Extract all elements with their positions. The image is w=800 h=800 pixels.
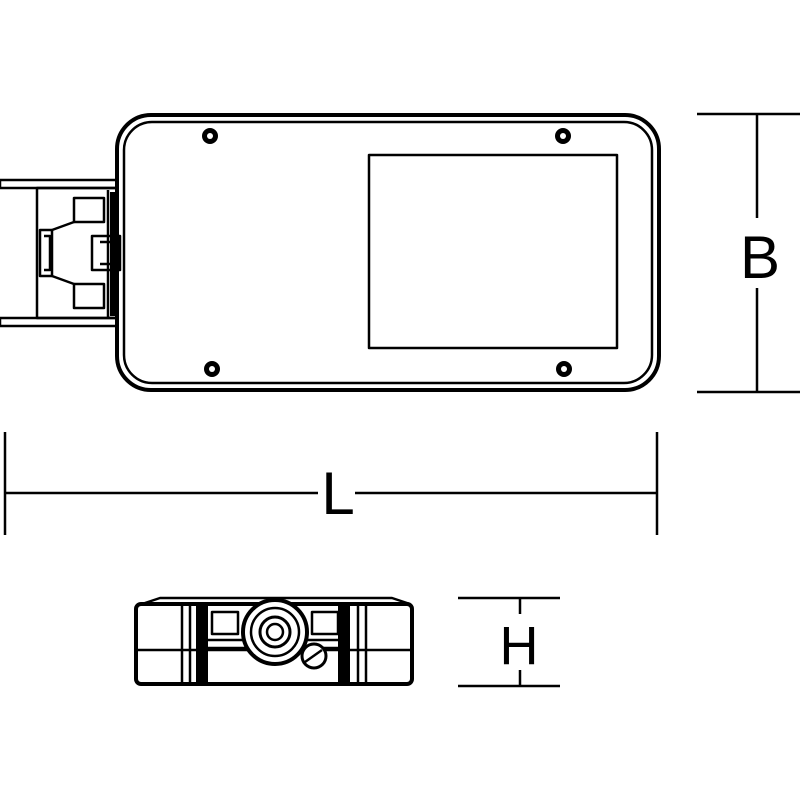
dimension-l-label: L — [321, 460, 354, 527]
mounting-bracket — [0, 178, 122, 328]
dimension-h-label: H — [500, 616, 539, 676]
side-view — [134, 596, 414, 686]
top-view — [0, 113, 661, 392]
valve-knob — [300, 642, 328, 670]
screw-bottom-right — [556, 361, 572, 377]
housing-inner-outline — [122, 120, 654, 385]
dimension-b-label: B — [740, 224, 780, 291]
dimension-b: B — [697, 112, 800, 394]
screw-top-left — [202, 128, 218, 144]
cable-gland — [241, 598, 309, 666]
dimension-h: H — [458, 596, 560, 688]
screw-top-right — [555, 128, 571, 144]
optic-window — [367, 153, 619, 350]
dimension-l: L — [3, 432, 659, 535]
screw-bottom-left — [204, 361, 220, 377]
